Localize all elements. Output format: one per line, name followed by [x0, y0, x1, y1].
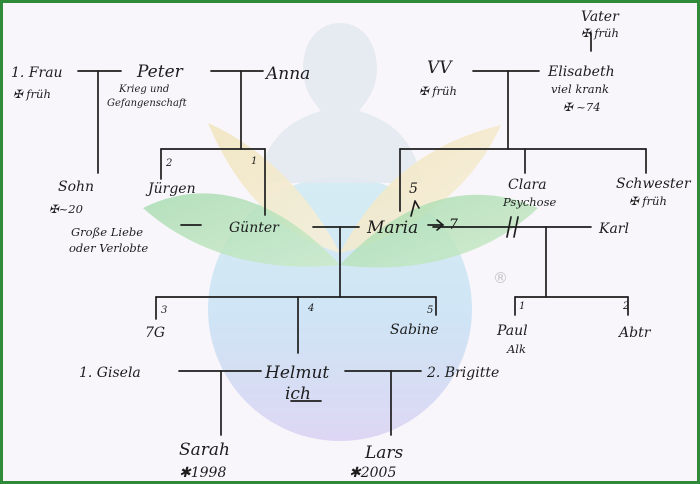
sarah-name-label: Sarah: [179, 440, 230, 460]
person-maria: 5 Maria 7: [366, 181, 458, 238]
person-juergen: 2 Jürgen: [145, 158, 196, 197]
schwester-note-label: ✠ früh: [629, 194, 667, 208]
guenter-marker-label: 1: [251, 156, 257, 167]
watermark-logo: ®: [143, 23, 538, 441]
person-karl: Karl: [598, 221, 629, 237]
self-marker-ich: ich: [285, 384, 311, 404]
person-sarah: Sarah ✱1998: [179, 440, 230, 481]
abtr-name-label: Abtr: [617, 325, 652, 341]
abtr-marker-label: 2: [622, 301, 629, 312]
relationship-lines: [77, 32, 647, 436]
karl-name-label: Karl: [598, 221, 629, 237]
person-paul: 1 Paul Alk: [496, 301, 528, 356]
gisela-name-label: 1. Gisela: [79, 365, 141, 381]
schwester-name-label: Schwester: [616, 176, 692, 192]
person-sabine: 5 Sabine: [390, 305, 439, 338]
person-anna: Anna: [264, 64, 310, 84]
sibling3-name-label: 7G: [145, 325, 165, 341]
peter-name-label: Peter: [136, 62, 184, 82]
juergen-name-label: Jürgen: [145, 181, 196, 197]
sohn-name-label: Sohn: [58, 179, 94, 195]
clara-name-label: Clara: [508, 177, 547, 193]
person-vv: VV ✠ früh: [419, 58, 457, 98]
vv-note-label: ✠ früh: [419, 84, 457, 98]
person-vater: Vater ✠ früh: [581, 9, 620, 40]
sohn-note-label: ✠~20: [49, 202, 83, 216]
connector-line: [513, 216, 519, 238]
paul-name-label: Paul: [496, 323, 528, 339]
person-brigitte: 2. Brigitte: [426, 365, 499, 381]
elisabeth-note2-label: ✠ ~74: [563, 100, 601, 114]
person-silhouette: [257, 23, 423, 183]
brigitte-name-label: 2. Brigitte: [426, 365, 499, 381]
person-great-love: Große Liebe oder Verlobte: [69, 225, 148, 255]
person-peter: Peter Krieg und Gefangenschaft: [107, 62, 188, 109]
vater-note-label: ✠ früh: [581, 26, 619, 40]
helmut-name-label: Helmut: [264, 363, 329, 383]
lars-name-label: Lars: [364, 443, 404, 463]
sibling3-marker-label: 3: [161, 305, 167, 316]
person-gisela: 1. Gisela: [79, 365, 141, 381]
person-helmut: Helmut ich: [264, 363, 329, 404]
sabine-name-label: Sabine: [390, 322, 439, 338]
peter-note1-label: Krieg und: [118, 84, 169, 95]
connector-line: [427, 219, 445, 231]
maria-name-label: Maria: [366, 218, 418, 238]
petal-upper-left: [208, 123, 340, 253]
person-sohn: Sohn ✠~20: [49, 179, 94, 216]
vv-name-label: VV: [427, 58, 453, 78]
elisabeth-name-label: Elisabeth: [547, 64, 615, 80]
grosse-liebe-line2-label: oder Verlobte: [69, 241, 148, 255]
elisabeth-note1-label: viel krank: [551, 82, 609, 96]
petal-upper-right: [340, 125, 501, 253]
person-lars: Lars ✱2005: [349, 443, 404, 481]
connector-line: [410, 200, 420, 217]
sabine-marker-label: 5: [427, 305, 433, 316]
clara-note-label: Psychose: [502, 195, 556, 209]
person-elisabeth: Elisabeth viel krank ✠ ~74: [547, 64, 615, 114]
frau1-name-label: 1. Frau: [11, 65, 63, 81]
maria-arrow-label-label: 7: [449, 217, 458, 233]
person-abtr: 2 Abtr: [617, 301, 652, 341]
maria-marker-label: 5: [409, 181, 418, 197]
petal-left: [143, 193, 340, 267]
sarah-born-label: ✱1998: [179, 465, 226, 481]
person-sibling-4: 4: [307, 303, 314, 314]
person-sibling-3: 3 7G: [145, 305, 167, 341]
person-guenter: 1 Günter: [229, 156, 280, 236]
sibling4-marker-label: 4: [307, 303, 314, 314]
guenter-name-label: Günter: [229, 220, 280, 236]
paul-marker-label: 1: [519, 301, 525, 312]
petal-right: [340, 194, 538, 268]
peter-note2-label: Gefangenschaft: [107, 98, 188, 109]
person-clara: Clara Psychose: [502, 177, 556, 209]
genogram-diagram: ®: [11, 9, 692, 481]
lars-born-label: ✱2005: [349, 465, 396, 481]
person-schwester: Schwester ✠ früh: [616, 176, 692, 208]
anna-name-label: Anna: [264, 64, 310, 84]
person-first-wife: 1. Frau ✠ früh: [11, 65, 63, 101]
connector-line: [506, 216, 512, 238]
frau1-note-label: ✠ früh: [13, 87, 51, 101]
paul-note-label: Alk: [506, 342, 526, 356]
grosse-liebe-line1-label: Große Liebe: [71, 225, 143, 239]
vater-name-label: Vater: [581, 9, 620, 25]
juergen-marker-label: 2: [165, 158, 172, 169]
registered-mark: ®: [493, 269, 508, 287]
